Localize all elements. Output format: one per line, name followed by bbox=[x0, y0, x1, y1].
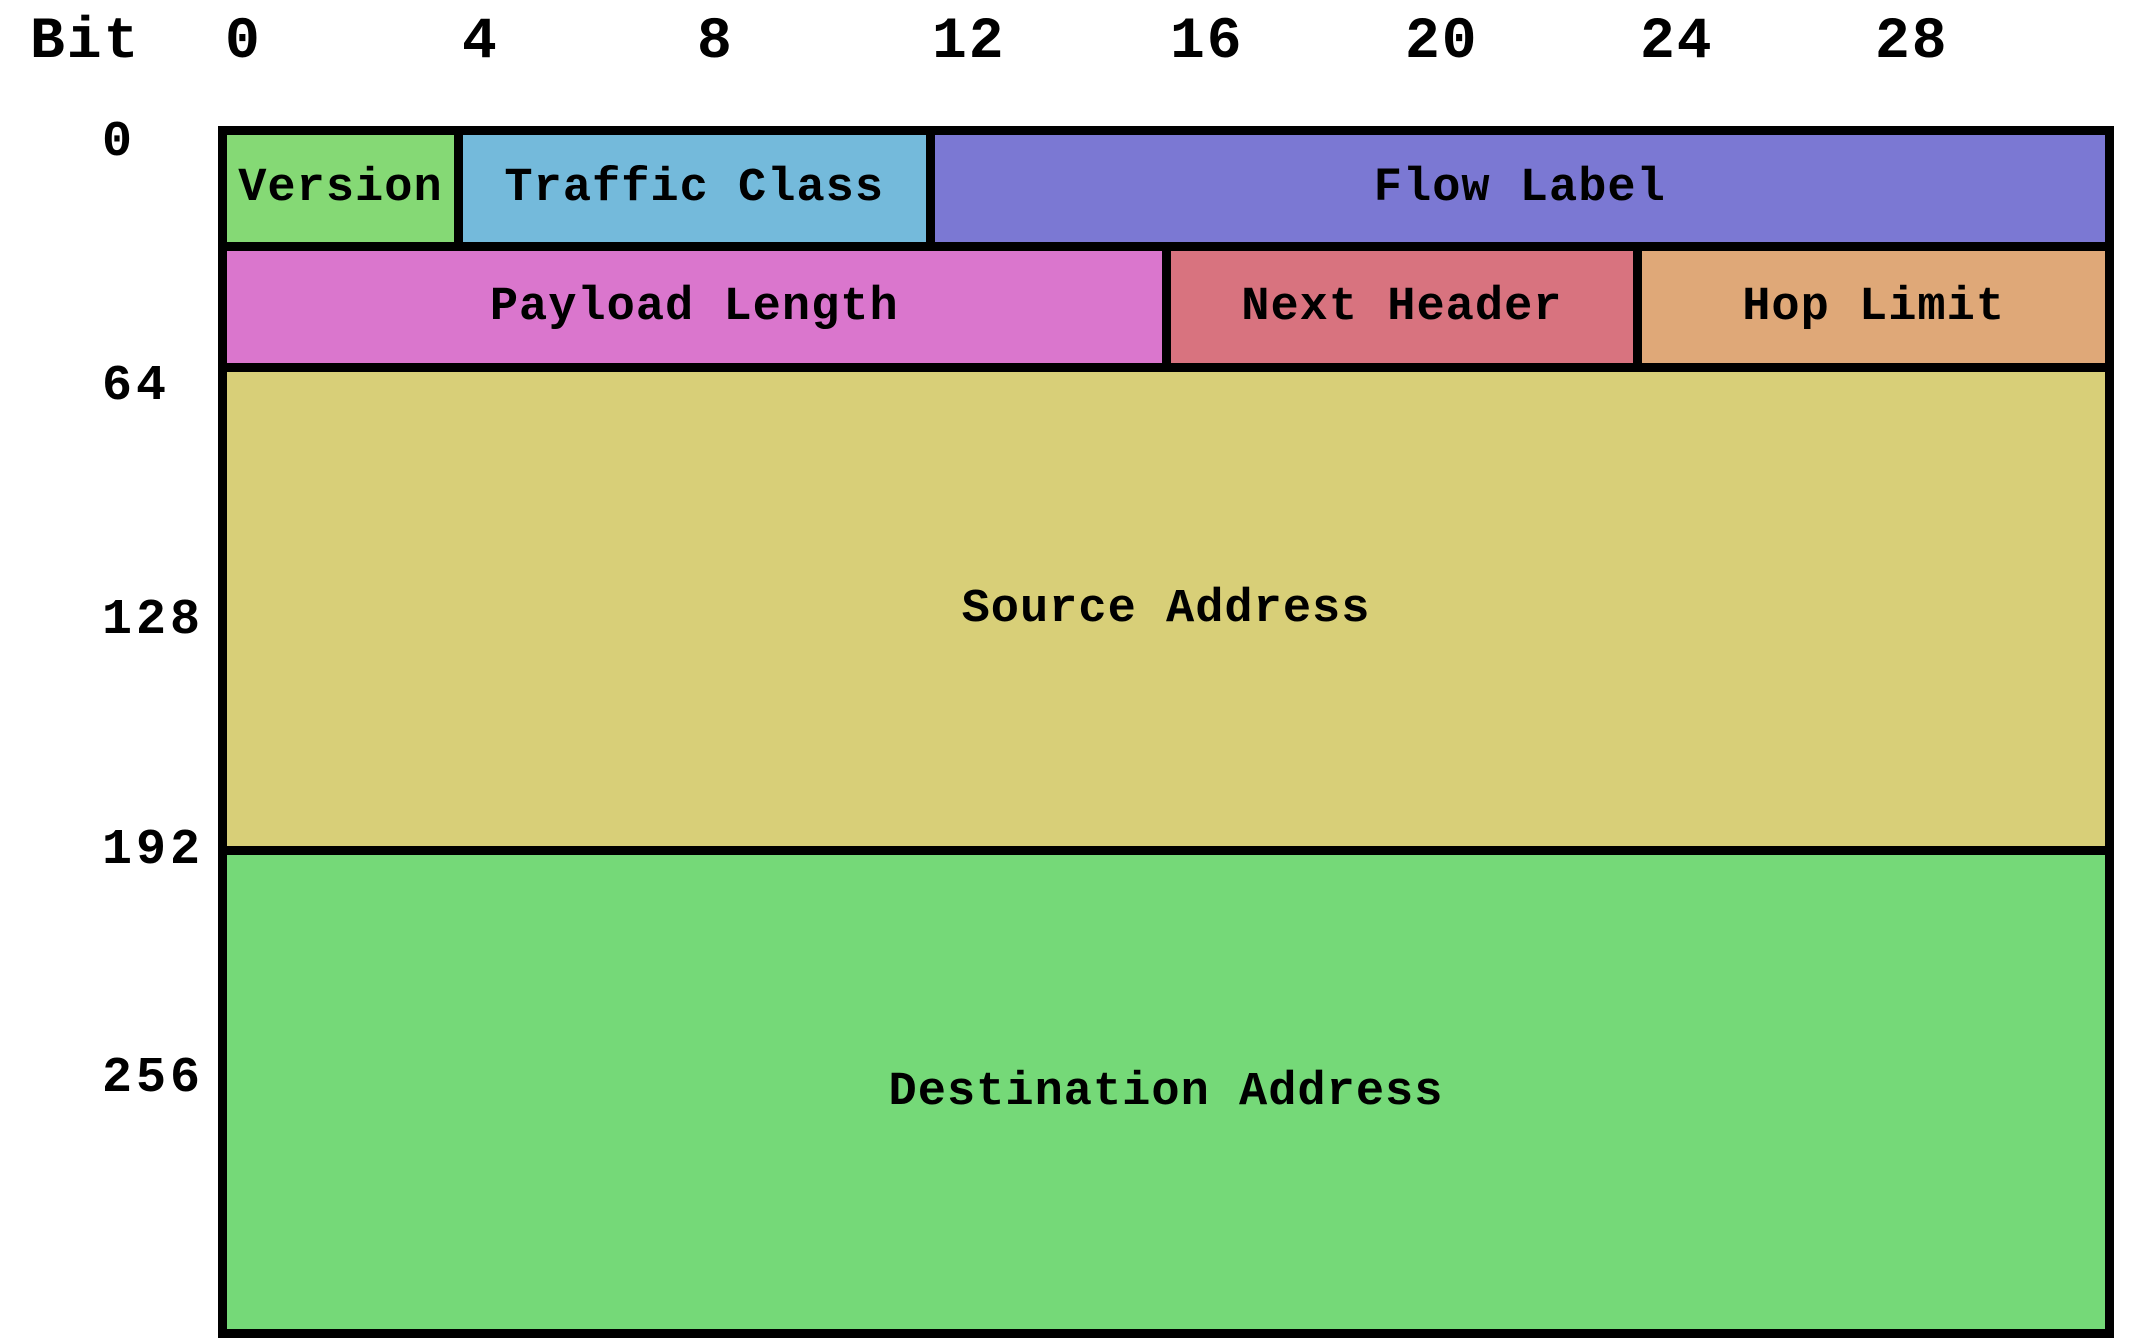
bit-tick-12: 12 bbox=[932, 10, 1006, 75]
field-next-header: Next Header bbox=[1170, 251, 1634, 363]
bit-tick-20: 20 bbox=[1405, 10, 1479, 75]
bit-tick-24: 24 bbox=[1640, 10, 1714, 75]
ipv6-header-table: Version Traffic Class Flow Label Payload… bbox=[218, 126, 2114, 1338]
field-source-address: Source Address bbox=[227, 372, 2105, 846]
offset-tick-64: 64 bbox=[102, 358, 171, 415]
bit-tick-0: 0 bbox=[225, 10, 262, 75]
bit-axis-label: Bit bbox=[30, 10, 141, 75]
offset-tick-0: 0 bbox=[102, 114, 137, 171]
field-hop-limit: Hop Limit bbox=[1642, 251, 2105, 363]
field-traffic-class: Traffic Class bbox=[462, 135, 926, 242]
offset-tick-256: 256 bbox=[102, 1050, 205, 1107]
field-destination-address: Destination Address bbox=[227, 855, 2105, 1329]
bit-tick-4: 4 bbox=[462, 10, 499, 75]
offset-tick-192: 192 bbox=[102, 822, 205, 879]
field-payload-length: Payload Length bbox=[227, 251, 1162, 363]
bit-tick-28: 28 bbox=[1875, 10, 1949, 75]
bit-tick-8: 8 bbox=[697, 10, 734, 75]
offset-tick-128: 128 bbox=[102, 592, 205, 649]
bit-tick-16: 16 bbox=[1170, 10, 1244, 75]
field-version: Version bbox=[227, 135, 454, 242]
field-flow-label: Flow Label bbox=[934, 135, 2105, 242]
